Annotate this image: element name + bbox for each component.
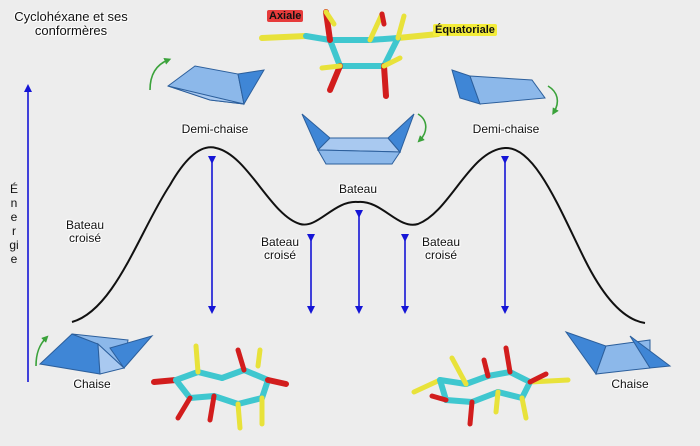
label-chaise-right: Chaise [611,377,649,391]
chaise-right-molecule-model [411,345,571,427]
energy-curve [71,146,646,324]
rotation-arrow-bateau [417,113,427,143]
rotation-arrow-chaise-left [35,335,49,367]
label-demi-chaise-right: Demi-chaise [472,122,540,136]
chaise-left-shape [38,333,154,375]
chaise-right-shape [564,331,672,376]
label-bateau-croise-far-left: Bateau croisé [65,218,105,245]
demi-chaise-left-shape [166,65,265,106]
energy-axis-label: Énergie [9,182,19,266]
label-bateau-croise-left: Bateau croisé [260,235,300,262]
axial-label: Axiale [267,10,304,22]
rotation-arrow-demi-chaise-left [149,58,172,91]
chaise-left-molecule-model [151,343,289,431]
demi-chaise-right-shape [451,69,546,105]
label-chaise-left: Chaise [73,377,111,391]
bateau-shape [301,113,415,165]
top-molecule-model [259,9,441,99]
diagram-title: Cyclohéxane et ses conformères [14,9,128,38]
rotation-arrow-demi-chaise-right [547,85,559,116]
equatorial-label: Équatoriale [433,24,497,36]
label-demi-chaise-left: Demi-chaise [181,122,249,136]
label-bateau-croise-right: Bateau croisé [421,235,461,262]
label-bateau: Bateau [338,182,378,196]
